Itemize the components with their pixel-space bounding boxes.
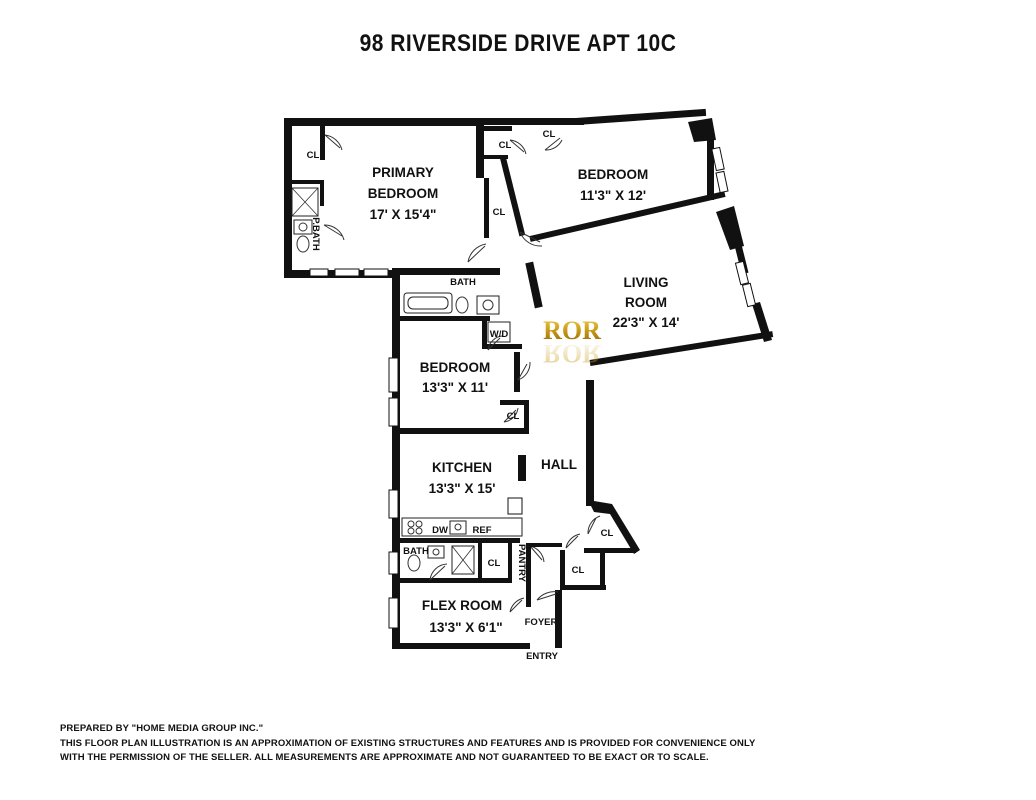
bedroom-lower-cl-door-swing — [503, 407, 519, 423]
primary-cl-label: CL — [307, 150, 320, 161]
bedroom-lower-windows — [388, 357, 399, 427]
cl-label-2: CL — [499, 140, 512, 151]
living-room-label-2: ROOM — [625, 295, 667, 310]
ror-watermark-logo: ROR ROR — [543, 316, 601, 368]
bedroom-cl-label: CL — [543, 129, 556, 140]
watermark-text: ROR — [543, 316, 601, 345]
center-bath — [392, 268, 500, 321]
wd-label: W/D — [490, 329, 509, 340]
footer-line-3: WITH THE PERMISSION OF THE SELLER. ALL M… — [60, 752, 709, 763]
lower-cl-label: CL — [488, 558, 501, 569]
primary-cl-door-swing — [324, 134, 343, 151]
bedroom-top-windows — [711, 146, 729, 194]
footer-line-2: THIS FLOOR PLAN ILLUSTRATION IS AN APPRO… — [60, 737, 756, 749]
entry-door-swing — [536, 591, 559, 601]
lower-bath — [400, 543, 512, 583]
washer-dryer — [482, 318, 522, 349]
kitchen-walls — [400, 455, 526, 543]
watermark-reflection: ROR — [543, 339, 601, 368]
primary-bedroom-label-2: BEDROOM — [368, 186, 439, 201]
bath-lower-label: BATH — [403, 546, 429, 557]
hall-label: HALL — [541, 457, 577, 472]
living-room-walls — [525, 206, 774, 506]
kitchen-label: KITCHEN — [432, 460, 492, 475]
primary-bath-fixtures — [291, 187, 319, 253]
foyer-label: FOYER — [525, 617, 558, 628]
flex-room-label: FLEX ROOM — [422, 598, 502, 613]
ref-label: REF — [473, 525, 492, 536]
hall-cl-door-swing — [565, 533, 581, 549]
hall-cl-door-swing-2 — [587, 515, 601, 535]
plan-title: 98 RIVERSIDE DRIVE APT 10C — [359, 30, 677, 57]
bedroom-lower-dims: 13'3" X 11' — [422, 380, 488, 395]
bedroom-top-label: BEDROOM — [578, 167, 649, 182]
bedroom-lower-label: BEDROOM — [420, 360, 491, 375]
bath-lower-door-swing — [429, 563, 448, 581]
bedroom-top-walls — [484, 108, 726, 242]
pantry-label: PANTRY — [516, 544, 527, 583]
flex-door-swing — [509, 597, 525, 613]
wd-door-swing — [487, 335, 503, 351]
bedroom-door-swing — [519, 231, 543, 247]
footer-line-1: PREPARED BY "HOME MEDIA GROUP INC." — [60, 723, 264, 734]
primary-door-swing — [467, 243, 487, 263]
primary-bedroom-label-1: PRIMARY — [372, 165, 434, 180]
cl-door-swing-2 — [509, 139, 527, 155]
bedroom-lower-door-swing — [517, 361, 531, 381]
hall-cl-label-2: CL — [572, 565, 585, 576]
disclaimer-footer: PREPARED BY "HOME MEDIA GROUP INC." THIS… — [60, 722, 755, 766]
kitchen-dims: 13'3" X 15' — [429, 481, 496, 496]
primary-bedroom-dims: 17' X 15'4" — [370, 207, 437, 222]
lower-bath-window — [388, 551, 399, 575]
bedroom-top-dims: 11'3" X 12' — [580, 188, 646, 203]
flex-room-dims: 13'3" X 6'1" — [429, 620, 502, 635]
cl-label-3: CL — [493, 207, 506, 218]
hall-cl-label-1: CL — [601, 528, 614, 539]
entry-label: ENTRY — [526, 651, 559, 662]
flex-room-window — [388, 597, 399, 629]
flex-room-walls — [392, 543, 562, 649]
bedroom-lower-walls — [392, 318, 529, 648]
living-room-windows — [734, 260, 757, 308]
pbath-door-swing — [323, 224, 345, 241]
living-room-label-1: LIVING — [623, 275, 668, 290]
bedroom-cl-door-swing — [544, 137, 563, 151]
primary-bedroom-windows — [309, 268, 389, 277]
bath-center-label: BATH — [450, 277, 476, 288]
bedroom-lower-cl-label: CL — [507, 411, 520, 422]
living-room-dims: 22'3" X 14' — [613, 315, 680, 330]
pbath-label: P.BATH — [310, 217, 321, 251]
hall-closets — [526, 500, 640, 590]
pantry-door-swing — [529, 545, 545, 563]
kitchen-window — [388, 489, 399, 519]
dw-label: DW — [432, 525, 448, 536]
